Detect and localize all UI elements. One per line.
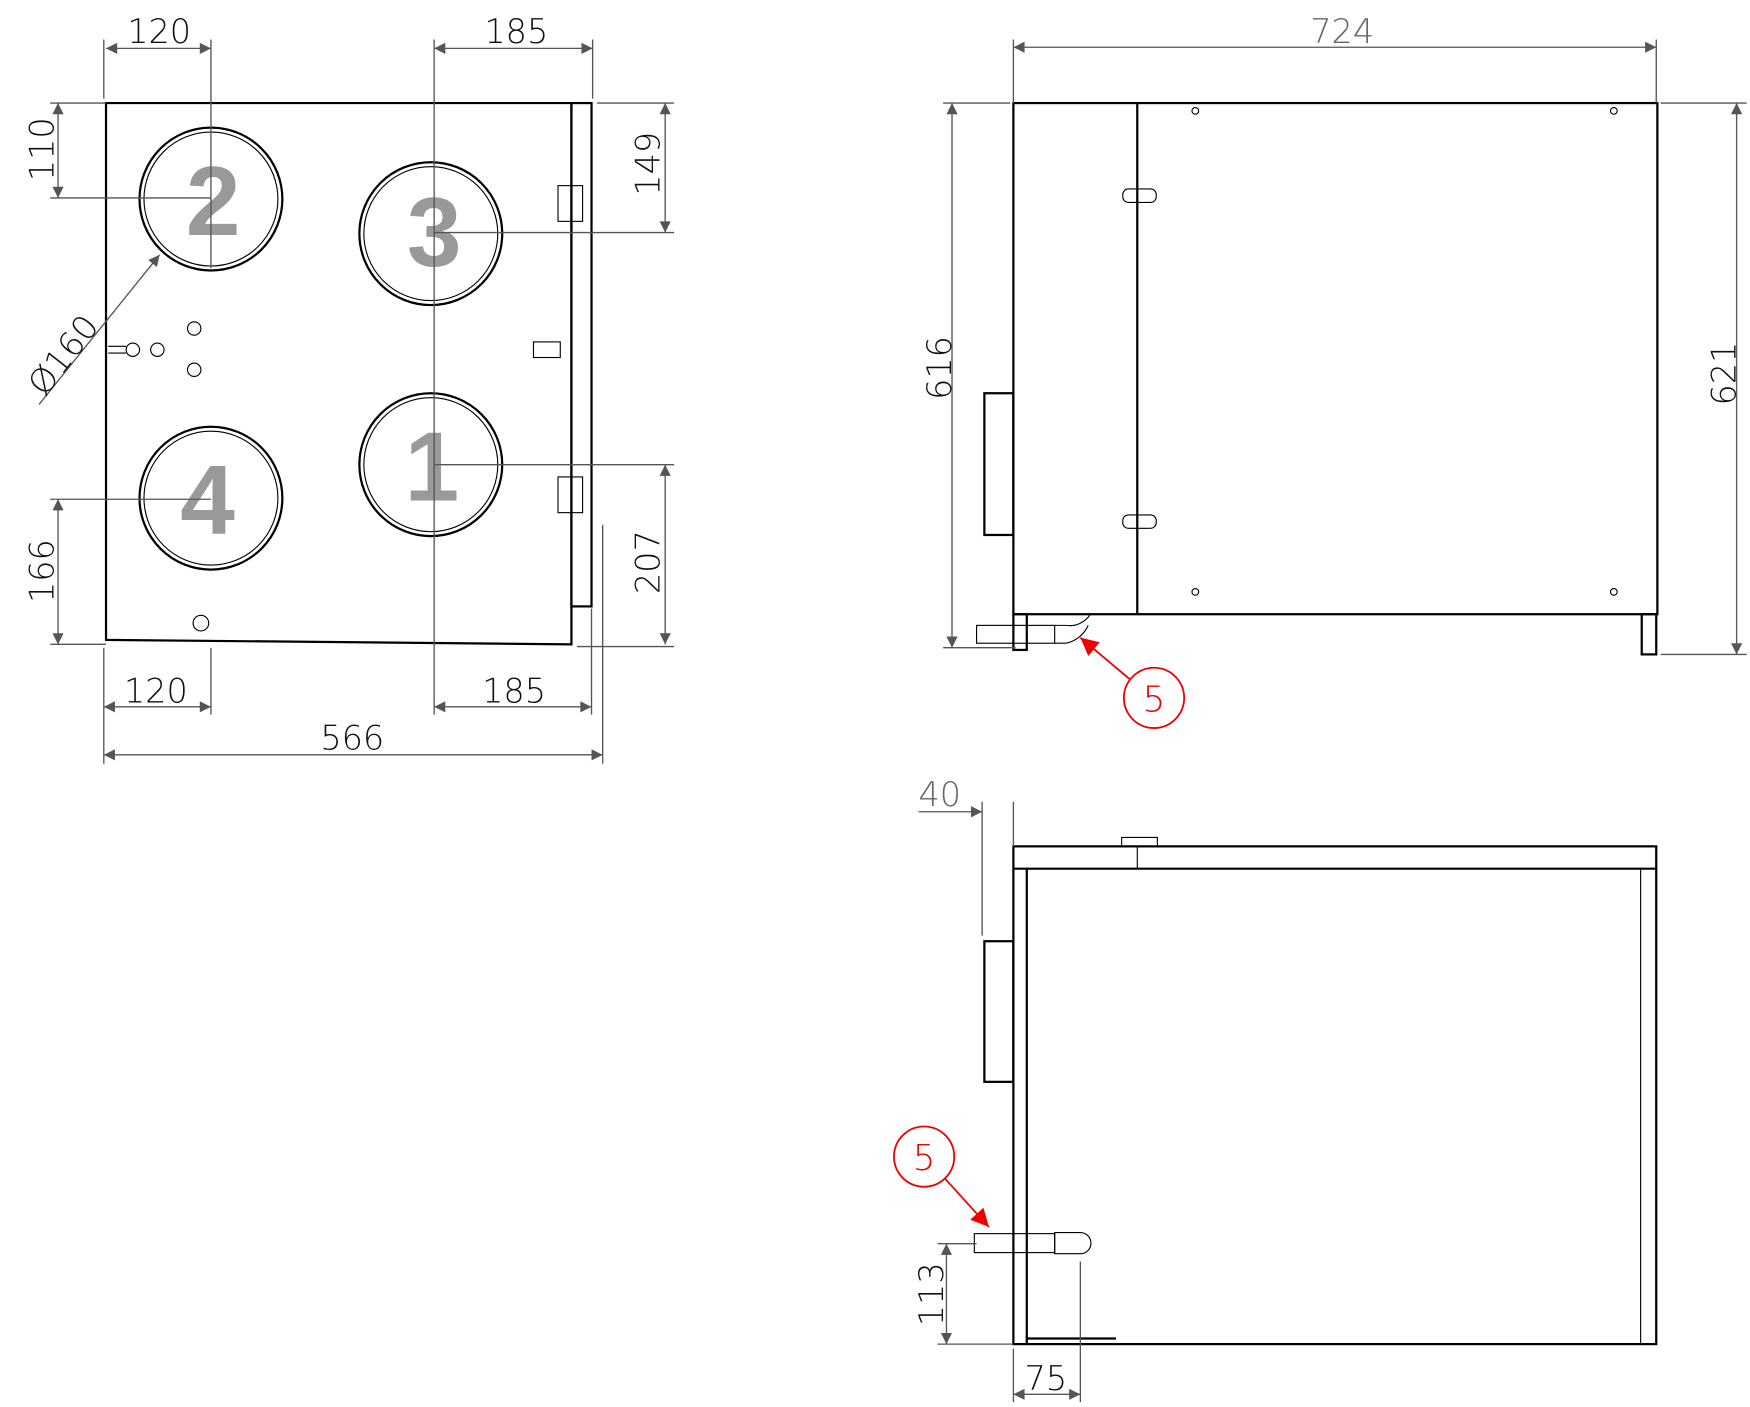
- callout-5: 5: [893, 1125, 990, 1228]
- dim-label: 120: [127, 12, 191, 51]
- port-label: 2: [186, 146, 241, 256]
- dim-label: 110: [23, 117, 62, 181]
- svg-text:5: 5: [1143, 679, 1166, 720]
- spigot: [983, 392, 1015, 537]
- spigot: [983, 940, 1015, 1083]
- svg-text:5: 5: [913, 1138, 936, 1179]
- dim-label: 185: [482, 671, 546, 710]
- dim-label: 566: [320, 718, 384, 757]
- dim-label: 149: [629, 132, 668, 196]
- front-view: 2 3 4 1 120 185 110 149 Ø160 166 207 120…: [20, 12, 675, 764]
- top-view: 40 113 75 5: [893, 775, 1658, 1403]
- unit-body: [1012, 101, 1659, 616]
- callout-5: 5: [1079, 636, 1186, 729]
- port-3: 3: [358, 161, 504, 307]
- hinge: [557, 185, 584, 222]
- latch: [532, 341, 561, 359]
- dim-label: 113: [912, 1262, 951, 1326]
- dim-label: 185: [484, 12, 548, 51]
- side-view: 724 616 621 5: [920, 12, 1747, 729]
- dim-label: 616: [920, 336, 959, 400]
- dim-label: 724: [1310, 12, 1374, 51]
- port-label: 1: [405, 411, 460, 521]
- dim-label: 621: [1704, 342, 1743, 406]
- drain-pipe: [976, 624, 1056, 644]
- dim-label: 207: [629, 530, 668, 594]
- port-4: 4: [138, 425, 284, 571]
- dim-label: 166: [23, 539, 62, 603]
- unit-body: [1012, 845, 1658, 1346]
- dim-label: 120: [124, 671, 188, 710]
- dim-label: Ø160: [20, 308, 106, 403]
- dim-label: 75: [1025, 1359, 1068, 1398]
- hinge: [557, 476, 584, 514]
- unit-body: [104, 101, 573, 646]
- drain-hole: [192, 614, 210, 632]
- dim-label: 40: [919, 775, 962, 814]
- side-panel: [570, 101, 593, 608]
